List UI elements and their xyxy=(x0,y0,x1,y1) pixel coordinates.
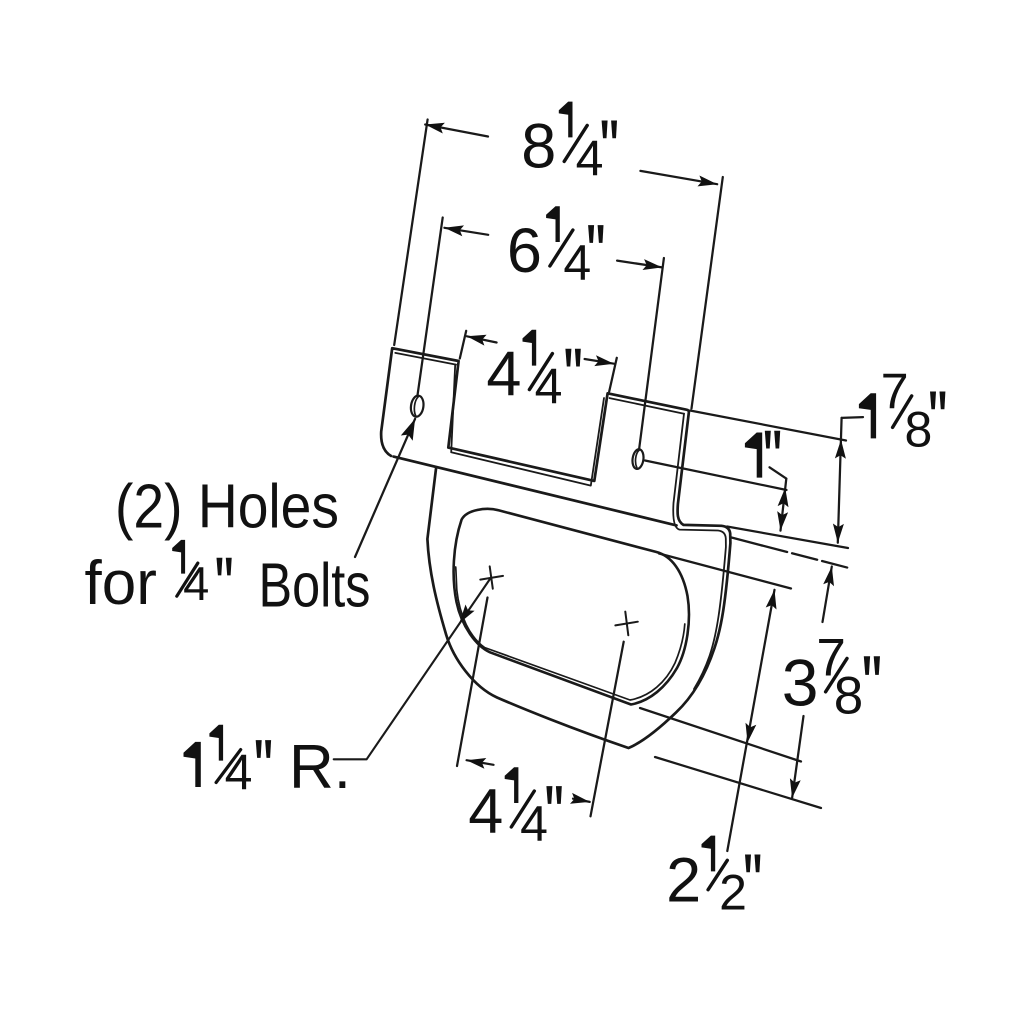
svg-text:for: for xyxy=(85,549,157,618)
svg-text:4: 4 xyxy=(183,557,209,610)
svg-text:4: 4 xyxy=(486,340,521,410)
svg-text:(2) Holes: (2) Holes xyxy=(115,473,339,542)
svg-text:3: 3 xyxy=(782,645,819,719)
svg-text:8: 8 xyxy=(834,666,863,725)
svg-text:R.: R. xyxy=(289,733,351,802)
svg-text:Bolts: Bolts xyxy=(259,552,371,621)
svg-text:4: 4 xyxy=(563,235,591,291)
svg-text:4: 4 xyxy=(225,744,253,800)
svg-text:2: 2 xyxy=(719,864,747,920)
svg-text:4: 4 xyxy=(576,130,604,186)
svg-text:2: 2 xyxy=(666,845,701,915)
svg-text:8: 8 xyxy=(521,111,556,181)
svg-text:4: 4 xyxy=(468,777,503,847)
svg-text:4: 4 xyxy=(535,359,563,415)
svg-text:6: 6 xyxy=(507,216,542,286)
svg-text:7: 7 xyxy=(816,628,845,687)
svg-text:4: 4 xyxy=(520,796,548,852)
svg-text:8: 8 xyxy=(905,401,933,457)
